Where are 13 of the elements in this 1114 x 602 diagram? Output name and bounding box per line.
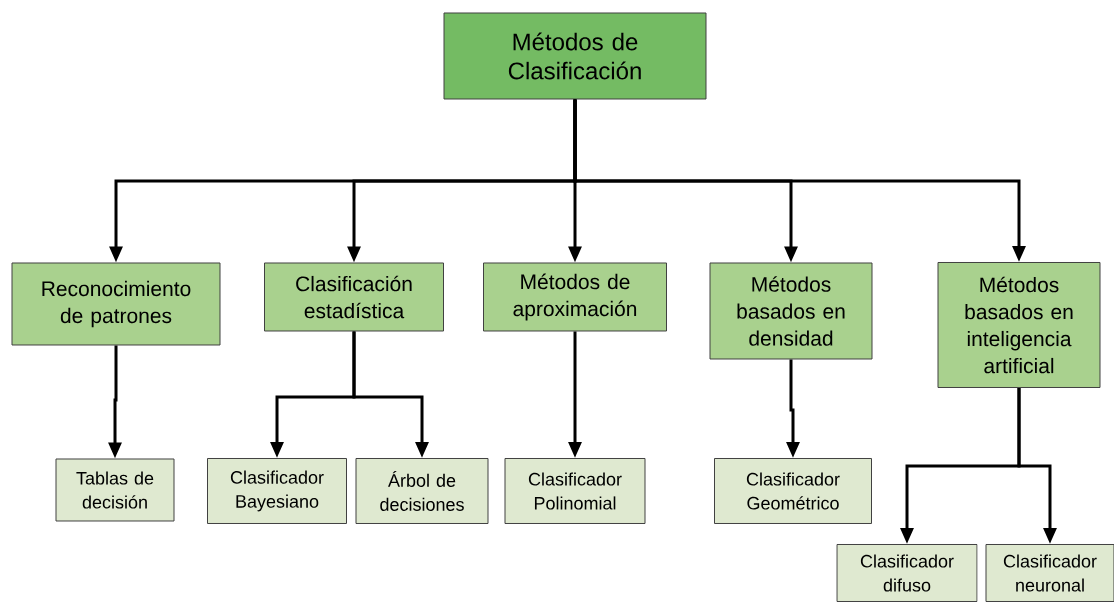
category-box: Métodos de aproximación <box>483 262 667 332</box>
method-box: Árbol de decisiones <box>355 458 489 524</box>
method-box: Clasificador Bayesiano <box>207 458 347 524</box>
method-box: Clasificador difuso <box>836 544 978 602</box>
method-box: Clasificador Geométrico <box>714 458 872 524</box>
category-box: Reconocimiento de patrones <box>11 262 221 346</box>
category-box: Métodos basados en inteligencia artificial <box>937 262 1101 388</box>
method-box: Clasificador Polinomial <box>504 458 646 524</box>
category-box: Clasificación estadística <box>264 262 444 332</box>
method-box: Tablas de decisión <box>55 458 175 522</box>
category-box: Métodos basados en densidad <box>709 262 873 360</box>
method-box: Clasificador neuronal <box>985 544 1114 602</box>
root-box: Métodos de Clasificación <box>443 12 707 100</box>
